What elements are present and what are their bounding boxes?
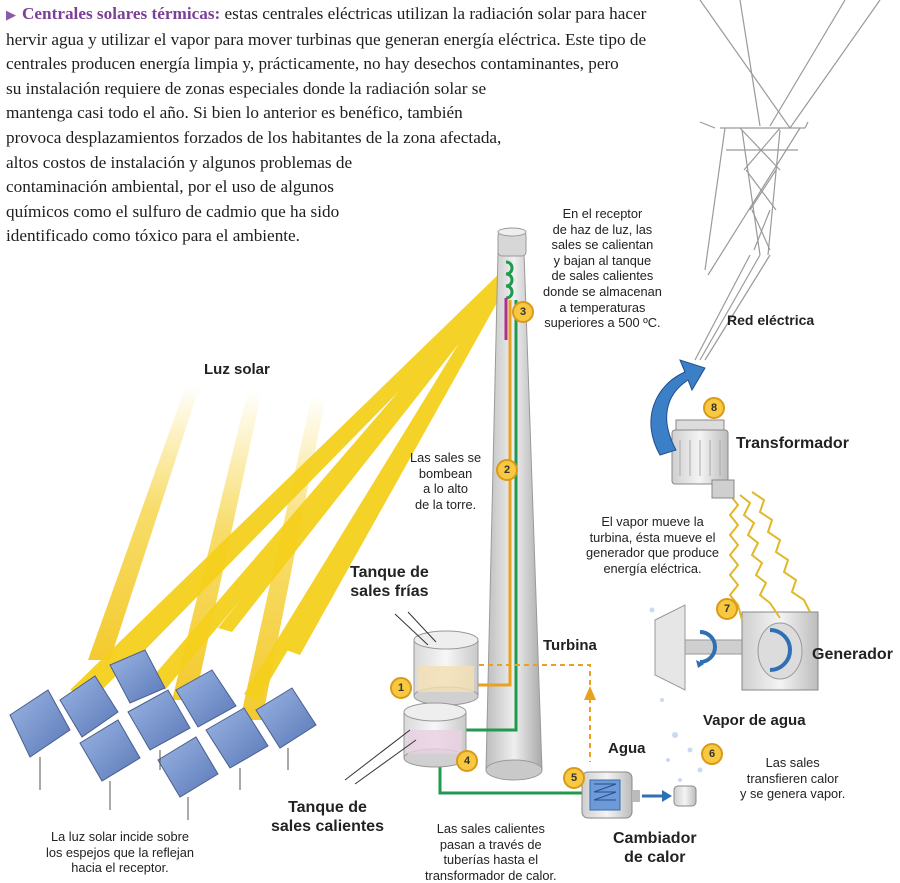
step-marker-6: 6 xyxy=(701,743,723,765)
step-marker-3: 3 xyxy=(512,301,534,323)
label-tanque-sales-calientes: Tanque de sales calientes xyxy=(271,799,384,835)
intro-line-7: altos costos de instalación y algunos pr… xyxy=(6,152,353,172)
intro-line-5: mantenga casi todo el año. Si bien lo an… xyxy=(6,103,463,123)
generator-icon xyxy=(741,611,819,691)
intro-line-3: centrales producen energía limpia y, prá… xyxy=(6,54,619,74)
step-marker-1: 1 xyxy=(390,677,412,699)
label-agua: Agua xyxy=(608,740,646,757)
intro-paragraph: ▶Centrales solares térmicas: estas centr… xyxy=(6,2,751,249)
caption-vapor-turbina: El vapor mueve la turbina, ésta mueve el… xyxy=(586,514,720,576)
intro-line-10: identificado como tóxico para el ambient… xyxy=(6,226,300,246)
label-transformador: Transformador xyxy=(736,435,849,452)
label-luz-solar: Luz solar xyxy=(204,361,270,378)
electric-wires xyxy=(728,491,811,621)
step-marker-8: 8 xyxy=(703,397,725,419)
leader-lines xyxy=(344,611,437,785)
reflected-beams xyxy=(70,268,512,700)
heat-exchanger-icon xyxy=(581,771,697,819)
label-turbina: Turbina xyxy=(543,637,597,654)
step-marker-4: 4 xyxy=(456,750,478,772)
label-tanque-sales-frias: Tanque de sales frías xyxy=(350,564,429,600)
power-pylon-icon xyxy=(694,0,881,361)
intro-line-6: provoca desplazamientos forzados de los … xyxy=(6,127,502,147)
step-marker-2: 2 xyxy=(496,459,518,481)
caption-transfieren: Las sales transfieren calor y se genera … xyxy=(740,755,846,802)
label-vapor-de-agua: Vapor de agua xyxy=(703,712,806,729)
label-generador: Generador xyxy=(812,646,893,663)
intro-line-4: su instalación requiere de zonas especia… xyxy=(6,78,487,98)
caption-bombean: Las sales se bombean a lo alto de la tor… xyxy=(410,450,482,512)
transformer-icon xyxy=(671,419,735,499)
caption-tuberias: Las sales calientes pasan a través de tu… xyxy=(425,821,557,883)
hot-salt-tank-icon xyxy=(403,702,467,768)
intro-line-2: hervir agua y utilizar el vapor para mov… xyxy=(6,29,647,49)
cold-salt-tank-icon xyxy=(413,630,479,706)
caption-receptor: En el receptor de haz de luz, las sales … xyxy=(543,206,662,331)
solar-tower xyxy=(485,227,543,781)
intro-lead: Centrales solares térmicas: xyxy=(22,4,221,23)
caption-espejos: La luz solar incide sobre los espejos qu… xyxy=(46,829,194,876)
step-marker-7: 7 xyxy=(716,598,738,620)
bullet-icon: ▶ xyxy=(6,7,16,22)
step-marker-5: 5 xyxy=(563,767,585,789)
intro-line-8: contaminación ambiental, por el uso de a… xyxy=(6,177,334,197)
intro-line-1: ▶Centrales solares térmicas: estas centr… xyxy=(6,4,647,23)
label-red-electrica: Red eléctrica xyxy=(727,312,815,328)
arrow-to-grid-icon xyxy=(650,359,706,456)
label-cambiador-de-calor: Cambiador de calor xyxy=(613,830,697,866)
intro-line-9: químicos como el sulfuro de cadmio que h… xyxy=(6,201,340,221)
heliostat-mirrors xyxy=(9,649,317,820)
